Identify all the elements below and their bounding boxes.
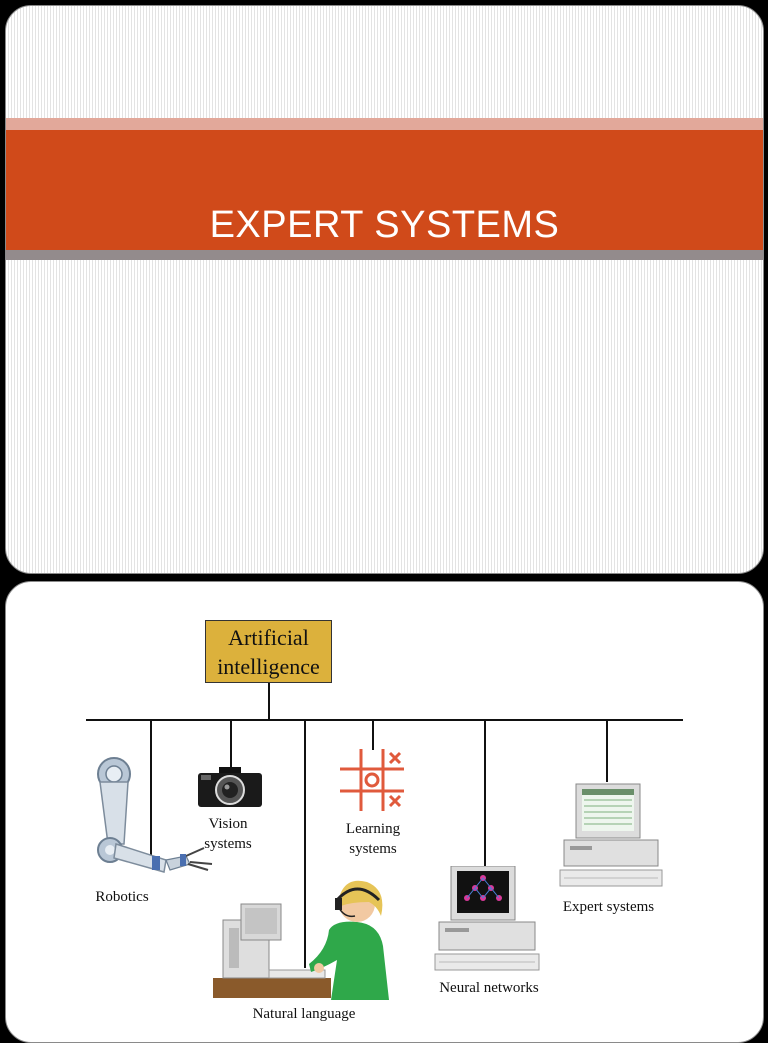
robotics-label: Robotics [95, 889, 149, 905]
ai-root-label-line1: Artificial [228, 624, 309, 650]
learning-connector-line [372, 720, 374, 750]
expert-systems-label: Expert systems [562, 899, 655, 915]
ai-diagram-slide: Artificial intelligence Robotics Vision … [5, 581, 764, 1043]
camera-icon [198, 767, 262, 807]
title-band-top-stripe [6, 118, 763, 130]
neural-network-computer-icon [434, 866, 540, 971]
slide-title: EXPERT SYSTEMS [209, 204, 560, 246]
vision-label-line1: Vision [208, 816, 248, 832]
learning-label-line1: Learning [345, 821, 401, 837]
vision-systems-label: Vision systems [192, 814, 264, 854]
robotics-connector-line [150, 720, 152, 862]
ai-root-box: Artificial intelligence [205, 620, 332, 683]
expert-system-computer-icon [559, 783, 663, 887]
learning-systems-label: Learning systems [333, 819, 413, 859]
title-band [6, 130, 763, 250]
expert-systems-connector-line [606, 720, 608, 782]
horizontal-bus-line [86, 719, 683, 721]
learning-label-line2: systems [349, 841, 397, 857]
neural-networks-connector-line [484, 720, 486, 867]
robotic-arm-icon [97, 757, 213, 873]
natural-language-connector-line [304, 720, 306, 968]
title-slide: EXPERT SYSTEMS [5, 5, 764, 574]
neural-networks-label: Neural networks [439, 980, 539, 996]
ai-root-label-line2: intelligence [217, 653, 320, 679]
vision-connector-line [230, 720, 232, 768]
root-connector-line [268, 683, 270, 720]
tic-tac-toe-icon [340, 749, 404, 811]
title-band-bottom-stripe [6, 250, 763, 260]
natural-language-label: Natural language [252, 1006, 356, 1022]
vision-label-line2: systems [204, 836, 252, 852]
computer-operator-icon [213, 880, 389, 1000]
